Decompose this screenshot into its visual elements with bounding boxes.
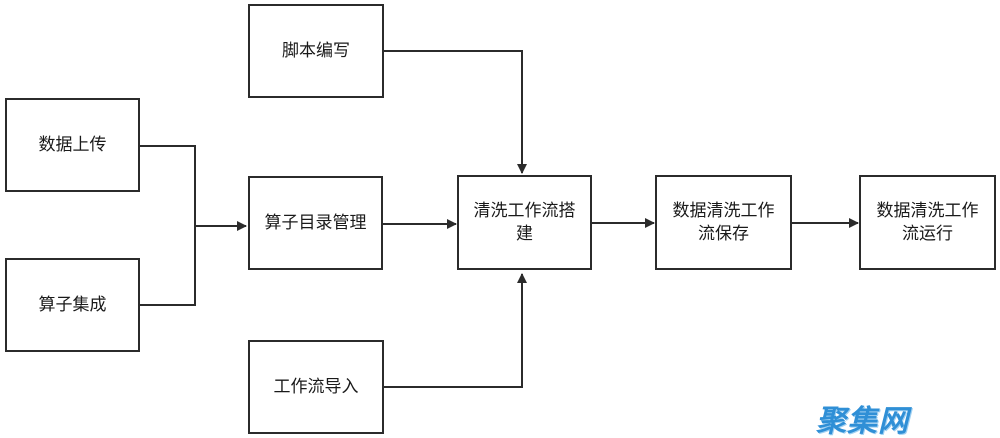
edge-data-upload-merge bbox=[140, 145, 196, 226]
node-workflow-run-label: 数据清洗工作流运行 bbox=[876, 200, 979, 244]
node-operator-catalog: 算子目录管理 bbox=[248, 176, 383, 270]
edge-workflow-import-workflow-build bbox=[384, 273, 527, 388]
node-workflow-import: 工作流导入 bbox=[248, 340, 384, 434]
edge-script-writing-workflow-build bbox=[384, 50, 527, 174]
node-data-upload-label: 数据上传 bbox=[38, 134, 107, 155]
node-workflow-save: 数据清洗工作流保存 bbox=[655, 175, 792, 270]
node-operator-integration-label: 算子集成 bbox=[38, 294, 107, 315]
edge-operator-integration-merge bbox=[140, 226, 196, 306]
node-script-writing: 脚本编写 bbox=[248, 4, 384, 98]
node-workflow-save-label: 数据清洗工作流保存 bbox=[672, 200, 775, 244]
node-workflow-build: 清洗工作流搭建 bbox=[457, 175, 592, 270]
node-script-writing-label: 脚本编写 bbox=[282, 40, 350, 61]
watermark-logo: 聚集网 bbox=[816, 404, 909, 438]
node-workflow-import-label: 工作流导入 bbox=[273, 376, 359, 397]
node-data-upload: 数据上传 bbox=[5, 98, 140, 192]
node-operator-integration: 算子集成 bbox=[5, 258, 140, 352]
node-operator-catalog-label: 算子目录管理 bbox=[264, 212, 367, 233]
node-workflow-run: 数据清洗工作流运行 bbox=[859, 175, 996, 270]
node-workflow-build-label: 清洗工作流搭建 bbox=[473, 200, 576, 244]
